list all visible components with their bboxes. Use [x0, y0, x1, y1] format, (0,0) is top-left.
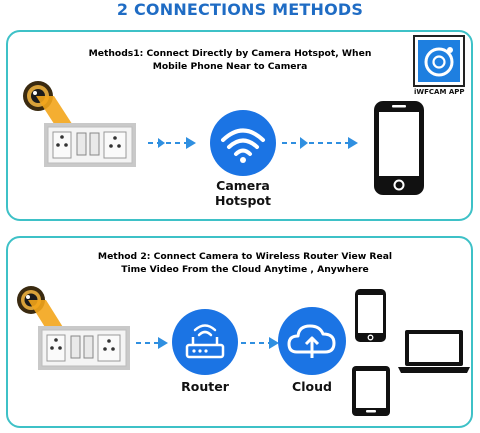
app-icon	[413, 35, 465, 87]
cloud-upload-icon	[278, 307, 346, 375]
wall-socket-icon	[44, 123, 136, 167]
cloud-label: Cloud	[292, 379, 332, 394]
router-icon	[172, 309, 238, 375]
arrow-right	[148, 137, 196, 149]
wifi-icon	[210, 110, 276, 176]
arrow-right	[282, 137, 358, 149]
tablet-icon	[352, 366, 390, 416]
laptop-icon	[398, 330, 470, 373]
smartphone-icon	[355, 289, 386, 342]
router-label: Router	[181, 379, 229, 394]
arrow-right	[136, 337, 168, 349]
method2-heading-line2: Time Video From the Cloud Anytime , Anyw…	[121, 264, 369, 275]
camera-beam	[28, 300, 66, 332]
app-label: iWFCAM APP	[414, 88, 465, 96]
method2-heading-line1: Method 2: Connect Camera to Wireless Rou…	[97, 251, 393, 262]
method1-heading: Methods1: Connect Directly by Camera Hot…	[60, 47, 400, 73]
arrow-right	[241, 337, 279, 349]
method1-heading-line2: Mobile Phone Near to Camera	[152, 61, 308, 72]
wall-socket-icon	[38, 326, 130, 370]
hotspot-label: Camera Hotspot	[215, 178, 271, 208]
method1-heading-line1: Methods1: Connect Directly by Camera Hot…	[88, 48, 372, 59]
smartphone-icon	[374, 101, 424, 195]
method2-heading: Method 2: Connect Camera to Wireless Rou…	[60, 250, 430, 276]
page-title: 2 CONNECTIONS METHODS	[116, 0, 364, 19]
camera-beam	[36, 96, 76, 130]
